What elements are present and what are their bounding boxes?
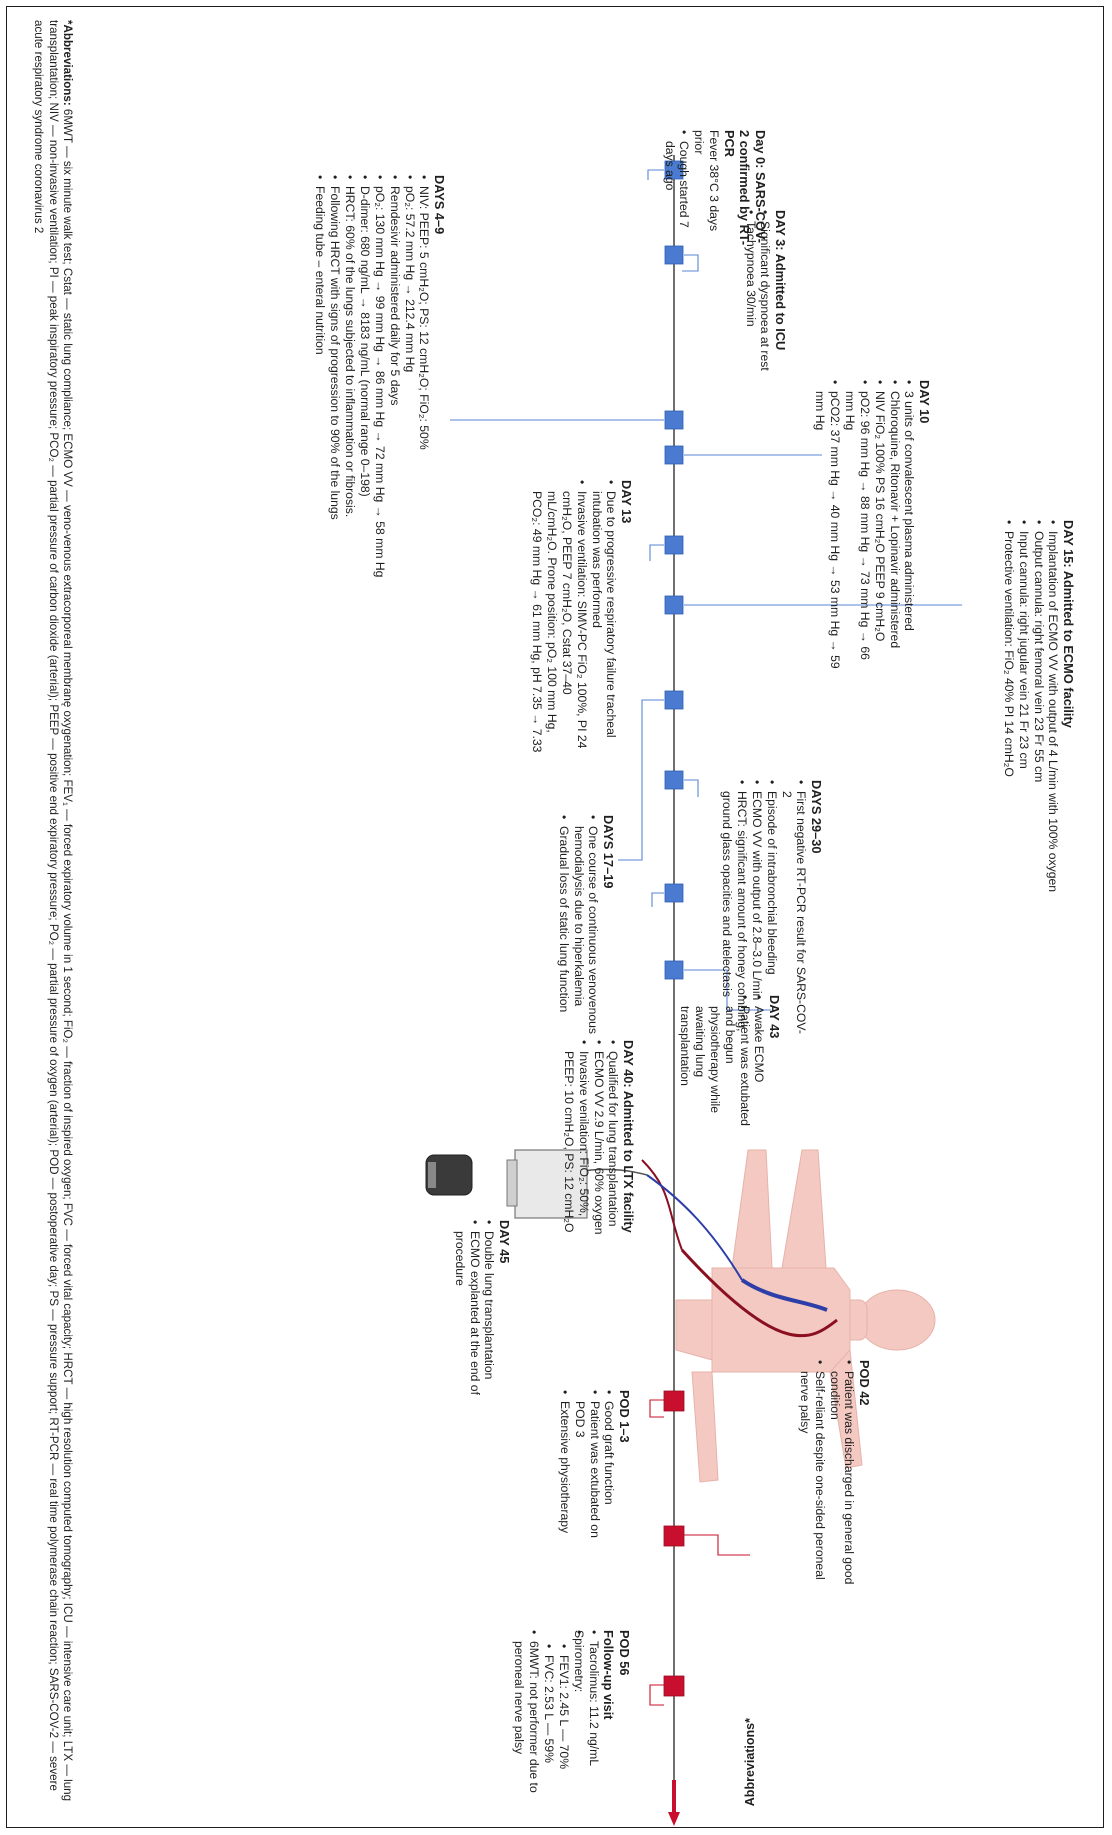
note-pod56-item: Spirometry: xyxy=(571,1630,586,1795)
marker-pod42 xyxy=(663,1525,685,1547)
marker-day29-30 xyxy=(664,770,684,790)
note-day43-item: Patient was extubated and begun physioth… xyxy=(677,995,752,1130)
note-pod42: POD 42 Patient was discharged in general… xyxy=(797,1360,872,1600)
connector-pod1-3 xyxy=(649,1399,664,1418)
note-day4-9-title: DAYS 4–9 xyxy=(432,175,447,235)
marker-day40 xyxy=(664,883,684,903)
note-day45-title: DAY 45 xyxy=(497,1220,512,1264)
note-pod56-item: FEV1: 2.45 L — 70% xyxy=(556,1644,571,1795)
note-pod56-item: FVC: 2.53 L — 59% xyxy=(541,1644,556,1795)
marker-day17-19 xyxy=(664,690,684,710)
connector-pod56 xyxy=(649,1684,664,1706)
note-pod1-3-item: Patient was extubated on POD 3 xyxy=(572,1390,602,1540)
marker-day4-9 xyxy=(664,410,684,430)
note-day10-item: NIV FiO₂ 100% PS 16 cmH₂O PEEP 9 cmH₂O xyxy=(872,380,887,680)
connector-day0 xyxy=(647,169,664,180)
note-day17-19-item: Gradual loss of static lung function xyxy=(556,815,571,1045)
note-day10-item: Chloroquine, Ritonavir + Lopinavir admin… xyxy=(887,380,902,680)
note-day13: DAY 13 Due to progressive respiratory fa… xyxy=(529,480,634,760)
note-day15: DAY 15: Admitted to ECMO facility Implan… xyxy=(1001,520,1076,900)
note-day4-9-item: pO₂: 130 mm Hg → 99 mm Hg → 86 mm Hg → 7… xyxy=(372,175,387,625)
note-day4-9-item: HRCT: 60% of the lungs subjected to infl… xyxy=(342,175,357,625)
note-pod56: POD 56 Follow-up visit Tacrolimus: 11.2 … xyxy=(512,1630,632,1795)
note-day15-item: Input cannula: right jugular vein 21 Fr … xyxy=(1016,520,1031,900)
footnote-text: 6MWT — six minute walk test; Cstat — sta… xyxy=(31,20,75,1802)
note-day13-title: DAY 13 xyxy=(619,480,634,524)
note-day40-title: DAY 40: Admitted to LTX facility xyxy=(621,1040,636,1233)
note-day17-19-item: One course of continuous venovenous hemo… xyxy=(571,815,601,1045)
note-day4-9-box: DAYS 4–9 NIV: PEEP: 5 cmH₂O; PS: 12 cmH₂… xyxy=(312,175,447,625)
note-day43-item: Awake ECMO xyxy=(752,995,766,1130)
note-day29-30-title: DAYS 29–30 xyxy=(809,780,824,854)
note-day4-9-item: D-dimer: 680 ng/mL → 8183 ng/mL (normal … xyxy=(357,175,372,625)
timeline-arrowhead xyxy=(668,1812,680,1826)
note-pod56-item: Tacrolimus: 11.2 ng/mL xyxy=(586,1630,601,1795)
note-day15-item: Implantation of ECMO VV with output of 4… xyxy=(1046,520,1060,900)
connector-day29-30 xyxy=(684,779,699,797)
note-day15-item: Protective ventilation: FiO₂ 40% PI 14 c… xyxy=(1001,520,1016,900)
marker-pod1-3 xyxy=(663,1390,685,1412)
note-pod1-3-item: Extensive physiotherapy xyxy=(557,1390,572,1540)
note-day45-item: ECMO explanted at the end of procedure xyxy=(452,1220,482,1450)
note-day13-item: Due to progressive respiratory failure t… xyxy=(589,480,619,760)
note-day45-item: Double lung transplantation xyxy=(482,1220,496,1450)
connector-day13 xyxy=(649,544,664,561)
marker-day13 xyxy=(664,535,684,555)
note-day0-plain: Fever 38°C 3 days prior xyxy=(692,130,722,232)
abbreviations-label: Abbreviations* xyxy=(743,1718,757,1807)
connector-pod42 xyxy=(684,1534,750,1556)
note-pod1-3: POD 1–3 Good graft function Patient was … xyxy=(557,1390,632,1540)
note-day10-item: 3 units of convalescent plasma administe… xyxy=(902,380,916,680)
note-pod42-item: Self-reliant despite one-sided peroneal … xyxy=(797,1360,827,1600)
note-day0-item: Cough started 7 days ago xyxy=(662,130,692,250)
note-day17-19-title: DAYS 17–19 xyxy=(601,815,616,889)
marker-day43 xyxy=(664,960,684,980)
note-day43: DAY 43 Awake ECMO Patient was extubated … xyxy=(677,995,782,1130)
note-day10-item: pO2: 96 mm Hg → 88 mm Hg → 73 mm Hg → 66… xyxy=(842,380,872,680)
note-day40: DAY 40: Admitted to LTX facility Qualifi… xyxy=(561,1040,636,1240)
marker-day15 xyxy=(664,595,684,615)
note-day3-item: Significant dyspnoea at rest xyxy=(758,210,772,400)
figure-frame xyxy=(6,6,1104,1828)
note-day3-title: DAY 3: Admitted to ICU xyxy=(773,210,788,351)
note-day10-item: pCO2: 37 mm Hg → 40 mm Hg → 53 mm Hg → 5… xyxy=(812,380,842,680)
note-pod56-subtitle: Follow-up visit xyxy=(601,1630,617,1720)
note-pod42-title: POD 42 xyxy=(857,1360,872,1406)
connector-day17-19 xyxy=(618,699,664,861)
note-day4-9-item: Following HRCT with signs of progression… xyxy=(327,175,342,625)
note-day3: DAY 3: Admitted to ICU Significant dyspn… xyxy=(743,210,788,400)
note-pod1-3-item: Good graft function xyxy=(602,1390,616,1540)
note-pod42-item: Patient was discharged in general good c… xyxy=(827,1360,857,1600)
note-day10: DAY 10 3 units of convalescent plasma ad… xyxy=(812,380,932,680)
note-day4-9-item: NIV: PEEP: 5 cmH₂O; PS: 12 cmH₂O; FiO₂: … xyxy=(417,175,431,625)
note-day15-title: DAY 15: Admitted to ECMO facility xyxy=(1061,520,1076,728)
note-day10-title: DAY 10 xyxy=(917,380,932,424)
note-day45: DAY 45 Double lung transplantation ECMO … xyxy=(452,1220,512,1450)
note-pod1-3-title: POD 1–3 xyxy=(617,1390,632,1443)
note-day4-9-item: Remdesivir administered daily for 5 days xyxy=(387,175,402,625)
note-day40-item: Invasive venilation: FiO₂: 50%, PEEP: 10… xyxy=(561,1040,591,1240)
note-day17-19: DAYS 17–19 One course of continuous veno… xyxy=(556,815,616,1045)
note-day4-9-item: pO₂: 57.2 mm Hg → 212.4 mm Hg xyxy=(402,175,417,625)
marker-day10 xyxy=(664,445,684,465)
note-pod56-item: 6MWT: not performer due to peroneal nerv… xyxy=(512,1630,541,1795)
note-day4-9-item: Feeding tube – enteral nutrition xyxy=(312,175,327,625)
connector-day40 xyxy=(651,892,664,907)
note-pod56-title: POD 56 xyxy=(617,1630,632,1676)
note-day40-item: Qualified for lung transplantation xyxy=(606,1040,620,1240)
connector-day3 xyxy=(682,254,699,272)
abbreviations-footnote: *Abbreviations: 6MWT — six minute walk t… xyxy=(30,20,75,1810)
note-day13-item: Invasive ventilation: SIMV-PC FiO₂ 100%,… xyxy=(529,480,589,760)
note-day40-item: ECMO VV 2.9 L/min, 60% oxygen xyxy=(591,1040,606,1240)
note-day3-item: Tachypnoea 30/min xyxy=(743,210,758,400)
marker-pod56 xyxy=(663,1675,685,1697)
note-day15-item: Output cannula: right femoral vein 23 Fr… xyxy=(1031,520,1046,900)
note-day43-title: DAY 43 xyxy=(767,995,782,1039)
note-day29-30-item: First negative RT-PCR result for SARS-CO… xyxy=(779,780,809,1040)
footnote-lead: *Abbreviations: xyxy=(61,20,75,106)
